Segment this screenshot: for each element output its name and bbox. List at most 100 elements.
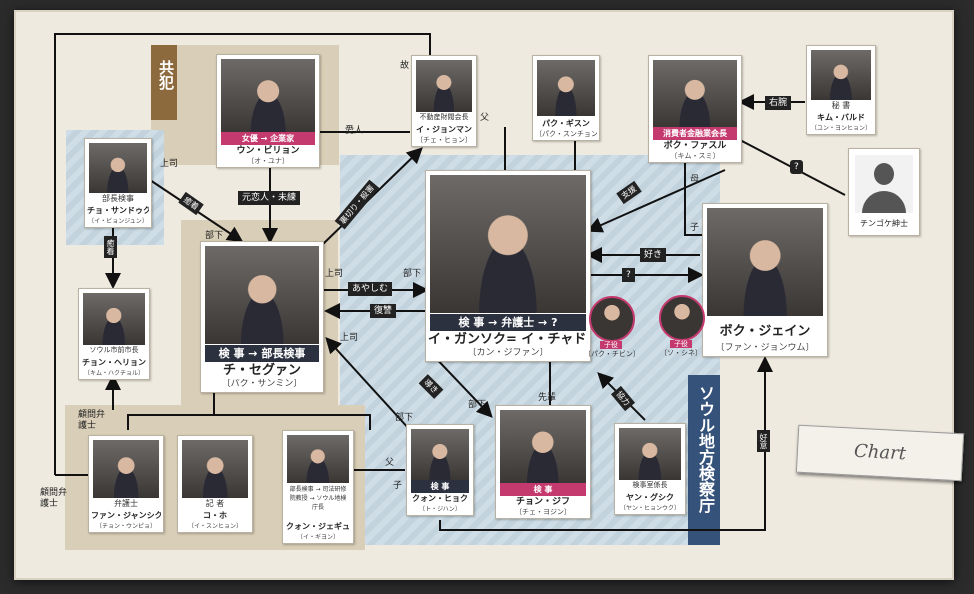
- chon-buka-label: 部下: [468, 400, 487, 410]
- photo-jo-sandok: [89, 143, 147, 193]
- card-ji-segwang: 検 事 → 部長検事 チ・セグァン 〔パク・サンミン〕: [200, 241, 324, 393]
- chart-tag: Chart: [795, 424, 965, 482]
- line-ji-kwon: [325, 337, 411, 431]
- name-kim-balde: キム・バルド: [817, 113, 865, 122]
- name-fan-jangsik: ファン・ジャンシク: [91, 511, 161, 520]
- actor-jo-sandok: 〔イ・ビョンジュン〕: [88, 218, 148, 225]
- bok-mother-label: 母: [690, 175, 700, 185]
- kwon-child-label: 子: [393, 481, 403, 491]
- actor-ji-segwang: 〔パク・サンミン〕: [221, 379, 303, 389]
- photo-park-gison: [537, 60, 595, 116]
- actor-ko-ho: 〔イ・スンヒョン〕: [187, 523, 242, 530]
- actor-kwon-jegyu: 〔イ・ギヨン〕: [296, 534, 339, 541]
- card-kwon-jegyu: 部長検事 → 司法研修院教授 → ソウル地検庁長 クォン・ジェギュ 〔イ・ギヨン…: [282, 430, 354, 544]
- suki-label: 好き: [640, 248, 667, 262]
- actor-fan-jangsik: 〔チョン・ウンピョ〕: [95, 523, 156, 530]
- name-lee-jongman: イ・ジョンマン: [416, 125, 472, 134]
- actor-park-gison: 〔パク・スンチョン〕: [535, 130, 597, 138]
- photo-kwon-jegyu: [287, 435, 349, 483]
- fukushu-label: 復讐: [370, 304, 397, 318]
- name-lee-gansok: イ・ガンソク= イ・チャドン: [428, 332, 588, 347]
- actor-lee-jongman: 〔チェ・ヒョン〕: [416, 136, 472, 144]
- photo-child-girl: [659, 295, 705, 341]
- card-bok-jein: ボク・ジェイン 〔ファン・ジョンウム〕: [702, 203, 828, 357]
- deceased-mark: 故: [400, 61, 410, 71]
- name-jon-heriyon: チョン・ヘリョン: [82, 358, 146, 367]
- role-ji-segwang: 検 事 → 部長検事: [205, 345, 319, 362]
- card-chongeke: チンゴケ紳士: [848, 148, 920, 236]
- role-fan-jangsik: 弁護士: [114, 499, 138, 508]
- komon-upper-label: 顧問弁護士: [78, 410, 106, 431]
- koui-tag: 好意: [757, 430, 770, 452]
- name-chon-jifu: チョン・ジフ: [515, 497, 570, 507]
- tag-child-girl: 子役: [670, 340, 692, 348]
- tag-child-boy: 子役: [600, 341, 622, 349]
- photo-yan-gusik: [619, 428, 681, 480]
- father-label: 父: [480, 113, 490, 123]
- photo-bok-jein: [707, 208, 823, 316]
- eun-lover-label: 愛人: [345, 126, 364, 136]
- photo-fan-jangsik: [93, 440, 159, 498]
- role-kwon-hyok: 検 事: [411, 480, 469, 493]
- jo-top-label: 上司: [160, 159, 179, 169]
- bok-child-label: 子: [690, 223, 700, 233]
- name-ji-segwang: チ・セグァン: [222, 363, 301, 378]
- jo-buka-label: 部下: [205, 231, 224, 241]
- line-bok-lee: [586, 169, 726, 233]
- line-bok-down: [684, 160, 702, 236]
- line-top-frame: [54, 33, 431, 475]
- line-ji-down: [213, 390, 371, 430]
- prosecutors-title-box: [688, 375, 720, 545]
- card-ko-ho: 記 者 コ・ホ 〔イ・スンヒョン〕: [177, 435, 253, 533]
- photo-ji-segwang: [205, 246, 319, 344]
- card-kim-balde: 秘 書 キム・バルド 〔ユン・ヨンヒョン〕: [806, 45, 876, 135]
- photo-bok-fasul: [653, 60, 737, 128]
- name-bok-fasul: ボク・ファスル: [663, 141, 727, 151]
- card-lee-gansok: 検 事 → 弁護士 → ? イ・ガンソク= イ・チャドン 〔カン・ジファン〕: [425, 170, 591, 362]
- photo-child-boy: [589, 296, 635, 342]
- right-arm-label: 右腕: [765, 96, 792, 110]
- photo-lee-jongman: [416, 60, 472, 112]
- actor-kwon-hyok: 〔ト・ジハン〕: [419, 506, 461, 513]
- ji-lee-boss-label: 上司: [325, 269, 344, 279]
- card-bok-fasul: 消費者金融業会長 ボク・ファスル 〔キム・スミ〕: [648, 55, 742, 163]
- name-kwon-jegyu: クォン・ジェギュ: [286, 522, 350, 531]
- photo-chon-jifu: [500, 410, 586, 484]
- card-kwon-hyok: 検 事 クォン・ヒョク 〔ト・ジハン〕: [406, 424, 474, 516]
- label-child-boy: 子役 〔パク・チビン〕: [584, 341, 640, 358]
- prosecutors-title: ソウル地方検察庁: [696, 385, 715, 513]
- actor-lee-gansok: 〔カン・ジファン〕: [467, 348, 549, 358]
- ji-lee-buka-label: 部下: [403, 269, 422, 279]
- photo-kwon-hyok: [411, 429, 469, 481]
- ji-chon-boss-label: 上司: [340, 333, 359, 343]
- name-bok-jein: ボク・ジェイン: [719, 324, 811, 339]
- name-kwon-hyok: クォン・ヒョク: [412, 494, 468, 503]
- card-eun-biryeon: 女優 → 企業家 ウン・ビリョン 〔オ・ユナ〕: [216, 54, 320, 168]
- actor-child-girl: 〔ソ・シネ〕: [660, 349, 702, 357]
- line-lee-chon: [429, 351, 493, 418]
- card-jo-sandok: 部長検事 チョ・サンドゥク 〔イ・ビョンジュン〕: [84, 138, 152, 228]
- role-bok-fasul: 消費者金融業会長: [653, 127, 737, 140]
- photo-jon-heriyon: [83, 293, 145, 345]
- jo-jon-tag: 癒着: [104, 236, 117, 258]
- actor-child-boy: 〔パク・チビン〕: [584, 350, 640, 358]
- photo-lee-gansok: [430, 175, 586, 313]
- kwon-father-label: 父: [385, 458, 395, 468]
- role-ko-ho: 記 者: [205, 499, 225, 508]
- line-lower-bus: [127, 414, 300, 430]
- eun-to-ji-label: 元恋人・未練: [238, 191, 301, 205]
- photo-ko-ho: [182, 440, 248, 498]
- name-yan-gusik: ヤン・グシク: [626, 493, 674, 502]
- card-fan-jangsik: 弁護士 ファン・ジャンシク 〔チョン・ウンピョ〕: [88, 435, 164, 533]
- card-jon-heriyon: ソウル市前市長 チョン・ヘリョン 〔キム・ハクチョル〕: [78, 288, 150, 380]
- actor-bok-fasul: 〔キム・スミ〕: [670, 152, 720, 160]
- card-park-gison: パク・ギスン 〔パク・スンチョン〕: [532, 55, 600, 141]
- card-lee-jongman: 不動産財閥会長 イ・ジョンマン 〔チェ・ヒョン〕: [411, 55, 477, 147]
- role-lee-jongman: 不動産財閥会長: [419, 113, 469, 121]
- role-jo-sandok: 部長検事: [102, 194, 134, 203]
- actor-bok-jein: 〔ファン・ジョンウム〕: [715, 343, 815, 353]
- senpai-label: 先輩: [538, 393, 557, 403]
- actor-jon-heriyon: 〔キム・ハクチョル〕: [83, 370, 144, 377]
- kyohan-title-box: [151, 45, 177, 120]
